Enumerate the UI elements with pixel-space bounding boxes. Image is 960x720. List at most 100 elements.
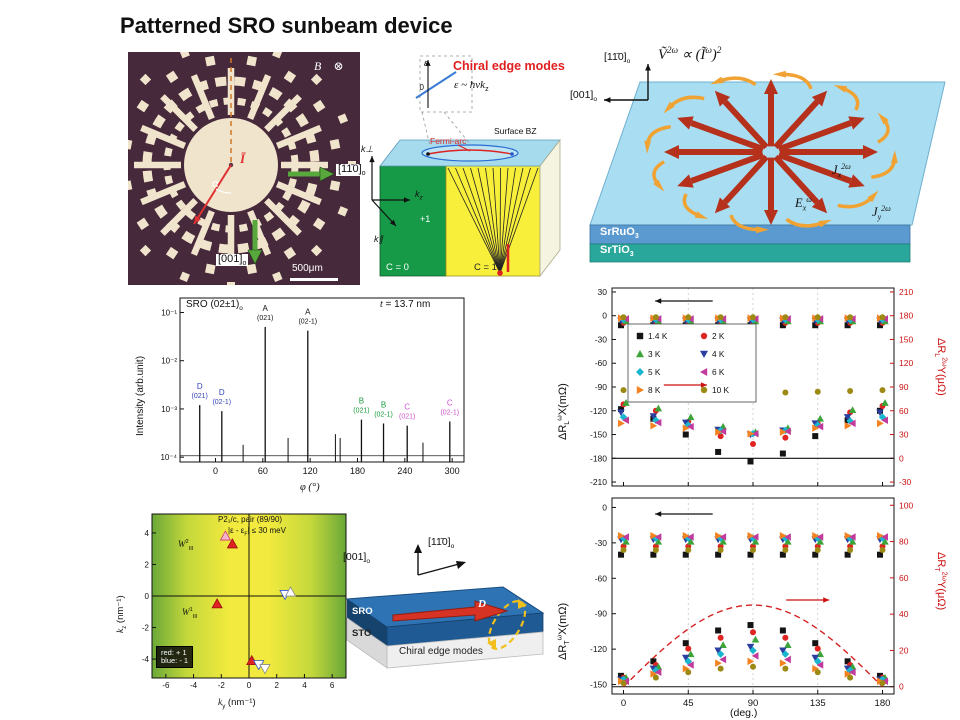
peak-hkl: (02-1) xyxy=(298,319,317,326)
tick-label: 0 xyxy=(899,453,904,463)
data-point xyxy=(779,647,787,655)
data-point xyxy=(844,670,852,678)
data-point xyxy=(618,322,625,329)
ex-label: Exω xyxy=(795,195,812,213)
data-point xyxy=(750,441,756,448)
k-perp-axis-label: k⊥ xyxy=(361,144,374,154)
radial-arrow xyxy=(773,154,820,205)
peak-hkl: (02-1) xyxy=(440,409,459,416)
slab-direction-110-label: [11̄0]o xyxy=(428,536,454,549)
chern-zero-label: C = 0 xyxy=(386,262,409,273)
slab-direction-001-label: [001]o xyxy=(343,551,370,564)
tick-label: 0 xyxy=(145,592,150,601)
data-point xyxy=(746,643,755,651)
k-sub: z xyxy=(419,195,424,202)
data-point xyxy=(784,655,791,664)
edge-mode-line xyxy=(462,167,501,274)
data-point xyxy=(687,661,694,669)
data-point xyxy=(879,680,886,687)
tick-label: 150 xyxy=(899,334,913,344)
data-point xyxy=(881,399,889,406)
jy-label: Jy2ω xyxy=(872,204,891,221)
fermi-arc-label: Fermi-arc xyxy=(430,136,467,146)
data-point xyxy=(847,314,854,321)
data-point xyxy=(750,663,756,670)
tick-label: -30 xyxy=(595,334,608,344)
radial-arrow-head xyxy=(848,116,865,130)
axis-sup: ω xyxy=(556,634,564,641)
surface-bz-label: Surface BZ xyxy=(494,126,537,136)
dir-sub: o xyxy=(626,58,631,66)
edge-mode-line xyxy=(499,167,539,274)
data-point xyxy=(881,416,888,425)
arrow-head xyxy=(604,97,611,103)
j-sup: 2ω xyxy=(841,161,851,171)
tick-label: -150 xyxy=(590,680,607,690)
data-point xyxy=(650,551,657,558)
k-parallel-axis-label: k∥ xyxy=(374,234,385,244)
sunbeam-device-image xyxy=(128,52,360,285)
data-point xyxy=(751,533,759,541)
contact-pad xyxy=(310,73,323,86)
data-point xyxy=(259,664,271,675)
data-point xyxy=(636,332,644,340)
data-point xyxy=(779,627,786,634)
data-point xyxy=(812,640,819,647)
k-rest: (nm⁻¹) xyxy=(225,697,256,708)
data-point xyxy=(751,635,760,643)
tick-label: 60 xyxy=(899,406,909,416)
tick-label: 10⁻² xyxy=(161,357,177,366)
chiral-edge-modes-title: Chiral edge modes xyxy=(453,59,565,73)
k-base: k xyxy=(415,189,420,199)
slab-schematic-panel: [001]o [11̄0]o SRO STO Chiral edge modes… xyxy=(335,533,547,701)
data-point xyxy=(620,387,627,394)
data-point xyxy=(636,368,644,376)
contact-pad xyxy=(179,52,190,59)
sunbeam-spoke xyxy=(140,181,187,206)
data-point xyxy=(814,669,821,676)
radial-arrow xyxy=(722,99,769,150)
data-point xyxy=(211,598,223,609)
displacement-arrow xyxy=(392,600,509,622)
k-sub: y xyxy=(222,702,226,710)
tick-label: 240 xyxy=(397,466,412,476)
data-point xyxy=(620,546,627,553)
data-point xyxy=(779,450,786,457)
tick-label: -6 xyxy=(162,681,170,690)
data-point xyxy=(879,387,886,394)
data-point xyxy=(654,668,662,676)
sunbeam-spoke xyxy=(190,74,215,121)
data-point xyxy=(848,537,857,545)
arrow-head xyxy=(823,597,830,603)
contact-pad xyxy=(128,139,133,150)
contact-pad xyxy=(165,246,179,260)
tick-label: -90 xyxy=(595,609,608,619)
legend-label: 10 K xyxy=(712,385,730,395)
peak-hkl: (021) xyxy=(353,408,369,415)
e-sub: x xyxy=(802,203,807,213)
tick-label: 210 xyxy=(899,287,913,297)
axis-sub: T xyxy=(564,640,572,645)
tick-label: -150 xyxy=(590,430,607,440)
data-point xyxy=(618,532,625,540)
tick-label: -90 xyxy=(595,382,608,392)
tick-label: -30 xyxy=(899,477,912,487)
data-point xyxy=(219,530,232,541)
f-s3: 2 xyxy=(716,46,722,57)
tick-label: 0 xyxy=(602,502,607,512)
axis-sub: L xyxy=(932,353,940,358)
loop-arrowhead xyxy=(487,639,496,649)
sunbeam-spoke xyxy=(247,74,272,121)
zero-label: 0 xyxy=(420,83,425,92)
thickness-symbol: t xyxy=(380,299,383,310)
peak-letter: A xyxy=(263,304,269,313)
contact-pad xyxy=(283,246,297,260)
sample-label: SRO (02±1)o xyxy=(186,299,243,311)
chiral-dispersion-line xyxy=(415,71,457,99)
edge-mode-line xyxy=(492,167,501,274)
tick-label: -120 xyxy=(590,406,607,416)
layer-text: SrTiO xyxy=(600,244,630,256)
radial-current-arrows xyxy=(644,70,898,234)
